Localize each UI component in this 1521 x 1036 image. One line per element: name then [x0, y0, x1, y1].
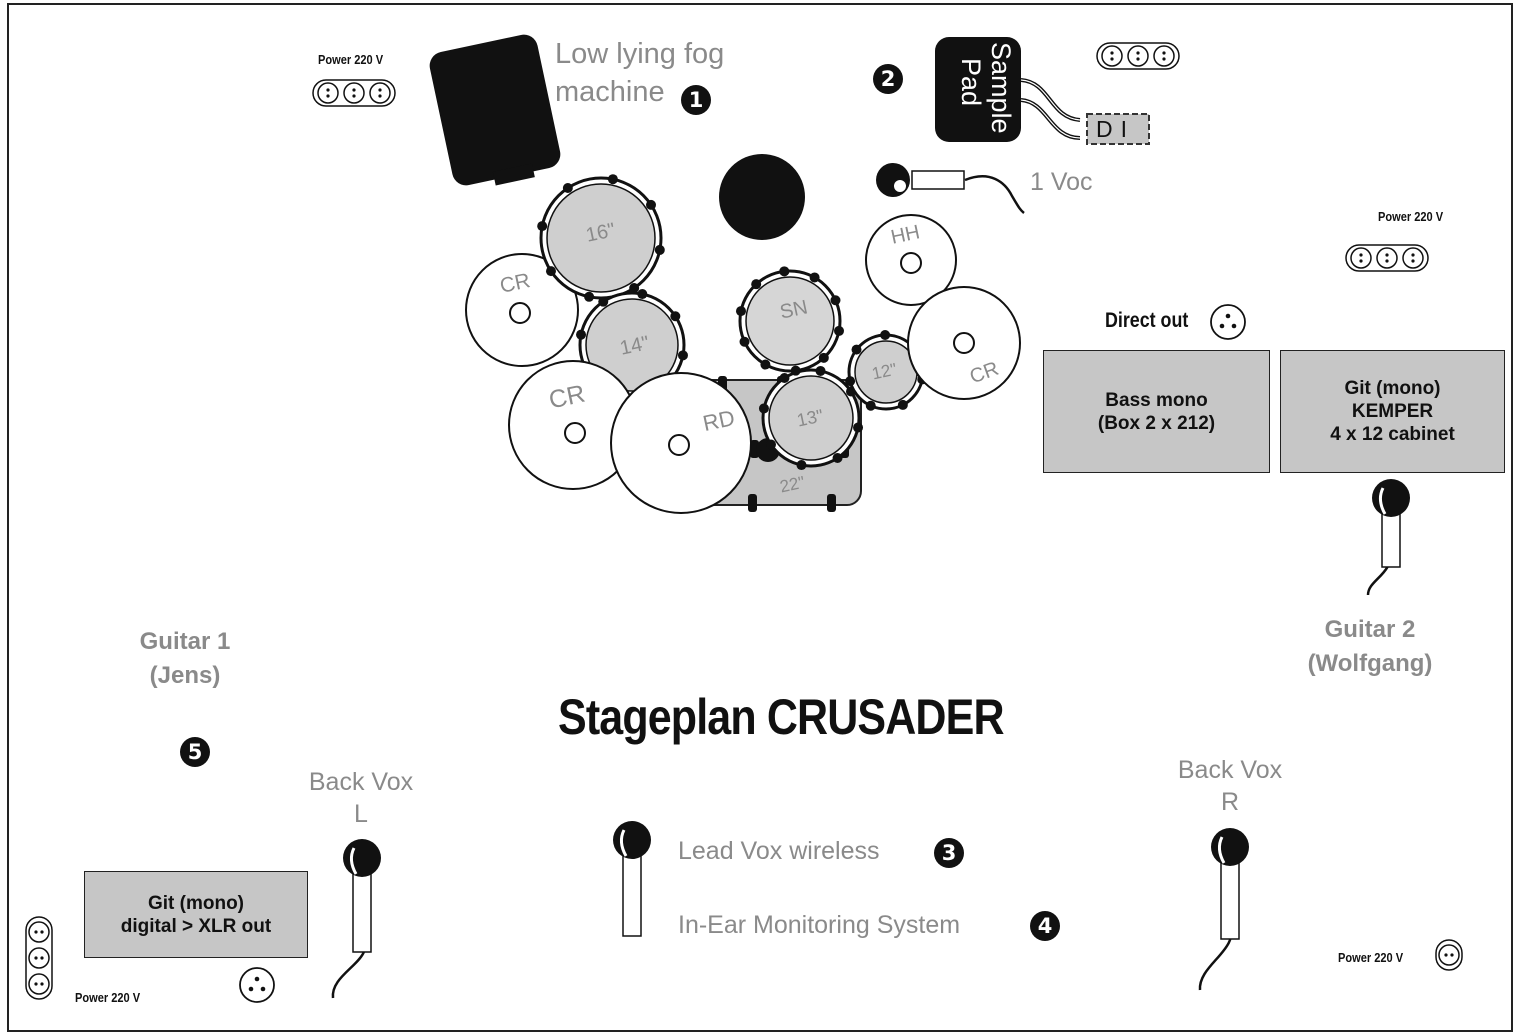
direct-out-label: Direct out — [1105, 309, 1189, 332]
guitar1-line1: Guitar 1 — [139, 628, 231, 655]
back-vox-l-label: Back Vox L — [300, 766, 422, 830]
tom-13 — [758, 365, 864, 471]
tom-16 — [537, 174, 665, 302]
stage-border — [7, 3, 1513, 1032]
sample-pad — [935, 37, 1081, 142]
power-outlet-bottom-right — [1435, 939, 1463, 971]
snare-drum — [735, 266, 845, 376]
drum-kit — [465, 174, 1021, 514]
iem-number-badge: 4 — [1030, 911, 1060, 941]
back-vox-l-line1: Back Vox — [308, 768, 414, 796]
kemper-line1: Git (mono) — [1344, 378, 1441, 399]
crash-right-cymbal — [907, 286, 1021, 400]
back-vox-l-mic — [331, 839, 381, 999]
kemper-line2: KEMPER — [1351, 401, 1434, 422]
guitar1-label: Guitar 1 (Jens) — [105, 625, 265, 693]
fog-machine — [429, 34, 561, 186]
power-label-right: Power 220 V — [1378, 209, 1444, 224]
kemper-line3: 4 x 12 cabinet — [1330, 424, 1455, 445]
fog-label-1: Low lying fog — [555, 38, 725, 70]
di-label: DI — [1096, 116, 1135, 142]
sample-pad-label-1: Sample — [986, 42, 1016, 134]
power-outlet-sample-pad — [1096, 42, 1180, 70]
xlr-git-digital — [239, 967, 275, 1003]
fog-number-badge: 1 — [681, 85, 711, 115]
power-outlet-right — [1345, 244, 1429, 272]
back-vox-r-mic — [1198, 828, 1249, 991]
guitar1-line2: (Jens) — [149, 662, 221, 689]
guitar2-line1: Guitar 2 — [1324, 616, 1416, 643]
git-digital-line1: Git (mono) — [147, 892, 244, 914]
bass-amp-line1: Bass mono — [1105, 389, 1208, 411]
xlr-direct-out — [1210, 304, 1246, 340]
git-digital-line2: digital > XLR out — [120, 915, 272, 937]
lead-vox-label: Lead Vox wireless — [678, 837, 880, 865]
page-title: Stageplan CRUSADER — [558, 689, 1005, 745]
back-vox-r-line1: Back Vox — [1177, 756, 1283, 784]
power-label-top-left: Power 220 V — [318, 52, 384, 67]
fog-label-2: machine — [555, 76, 665, 108]
power-label-bottom-right: Power 220 V — [1338, 950, 1404, 965]
throne — [719, 154, 805, 240]
guitar2-mic — [1366, 479, 1410, 596]
voc-mic — [876, 163, 1025, 214]
guitar2-label: Guitar 2 (Wolfgang) — [1290, 613, 1450, 681]
lead-vox-number-badge: 3 — [934, 838, 964, 868]
ride-cymbal — [610, 372, 752, 514]
di-box — [1086, 113, 1150, 145]
back-vox-r-line2: R — [1220, 788, 1240, 816]
power-outlet-top-left — [312, 79, 396, 107]
sample-pad-number-badge: 2 — [873, 64, 903, 94]
back-vox-r-label: Back Vox R — [1169, 754, 1291, 818]
sample-pad-label-2: Pad — [956, 58, 986, 107]
back-vox-l-line2: L — [354, 800, 368, 828]
guitar1-number-badge: 5 — [180, 737, 210, 767]
voc-mic-label: 1 Voc — [1030, 168, 1093, 196]
guitar2-line2: (Wolfgang) — [1307, 650, 1433, 677]
crash-left-top-cymbal — [465, 253, 579, 367]
lead-vox-mic — [613, 821, 651, 937]
power-label-bottom-left: Power 220 V — [75, 990, 141, 1005]
bass-amp-box: Bass mono(Box 2 x 212) — [1043, 350, 1270, 473]
power-outlet-bottom-left — [25, 916, 53, 1000]
git-digital-box: Git (mono)digital > XLR out — [84, 871, 308, 958]
bass-amp-line2: (Box 2 x 212) — [1097, 412, 1216, 434]
hihat-cymbal — [865, 214, 957, 306]
iem-label: In-Ear Monitoring System — [678, 911, 961, 939]
